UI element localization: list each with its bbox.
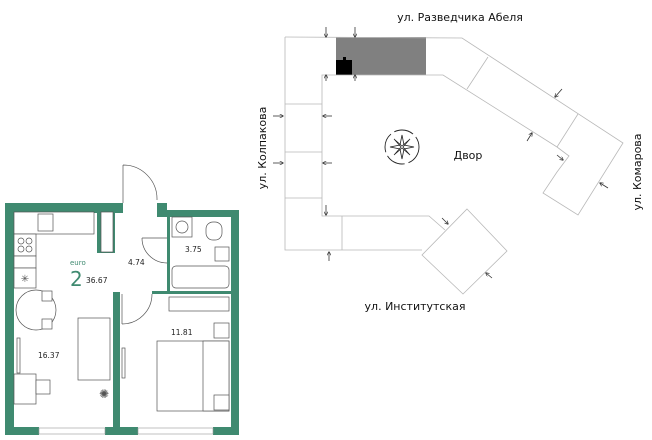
street-label-top: ул. Разведчика Абеля xyxy=(397,11,523,24)
wardrobe xyxy=(121,347,126,379)
diamond-building xyxy=(421,208,508,295)
window xyxy=(137,427,214,435)
nightstand xyxy=(213,322,230,339)
total-area: 36.67 xyxy=(86,276,108,285)
toilet-icon xyxy=(205,221,223,241)
building-outline xyxy=(284,36,624,231)
hallway-area: 4.74 xyxy=(128,258,145,267)
street-label-left: ул. Колпакова xyxy=(256,107,269,190)
kitchen-counter xyxy=(13,211,95,235)
entry-door[interactable] xyxy=(122,164,158,203)
bathroom-door[interactable] xyxy=(141,237,168,264)
sink-icon xyxy=(37,213,54,232)
bathtub-icon xyxy=(171,265,230,289)
bedroom-area: 11.81 xyxy=(171,328,193,337)
tv xyxy=(16,337,21,374)
sofa xyxy=(77,317,111,381)
radiator xyxy=(100,211,114,253)
courtyard-label: Двор xyxy=(454,149,483,162)
apartment-location-marker xyxy=(336,60,352,75)
window xyxy=(38,427,106,435)
room-count: 2 xyxy=(70,267,83,291)
living-kitchen-area: 16.37 xyxy=(38,351,60,360)
stove-icon xyxy=(13,233,37,257)
plant-icon: ✺ xyxy=(99,387,109,401)
floor-plan: ✳ ✺ euro 2 36.67 4.74 3.75 11.81 16.37 xyxy=(5,164,239,435)
street-label-right: ул. Комарова xyxy=(631,133,644,210)
compass-rose-icon xyxy=(384,129,420,165)
bathroom-area: 3.75 xyxy=(185,245,202,254)
fridge-icon xyxy=(13,267,37,289)
entrance-arrows xyxy=(273,27,609,279)
desk xyxy=(13,373,37,405)
apartment-type-label: euro xyxy=(70,259,86,267)
radiator xyxy=(168,296,230,312)
street-label-bottom: ул. Институтская xyxy=(365,300,466,313)
bedroom-door[interactable] xyxy=(121,293,153,325)
bathroom-sink xyxy=(214,246,230,262)
nightstand xyxy=(213,394,230,411)
site-plan: ул. Разведчика Абеля ул. Колпакова ул. К… xyxy=(256,11,644,313)
svg-text:✳: ✳ xyxy=(21,274,29,285)
